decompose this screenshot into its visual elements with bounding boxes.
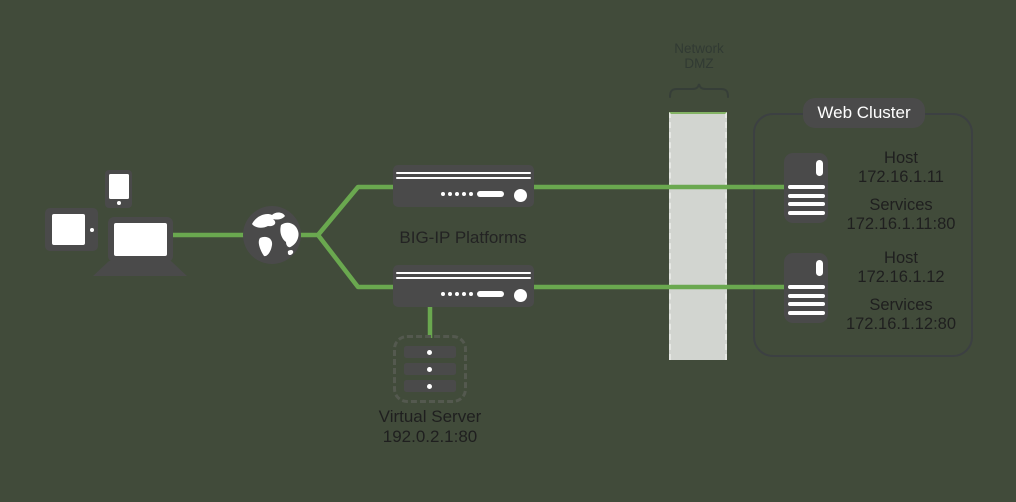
host-slot	[788, 311, 825, 315]
virtual-server-node	[404, 380, 456, 392]
appliance-power-led	[514, 189, 527, 202]
host-slot	[788, 194, 825, 198]
host-slot	[788, 302, 825, 306]
appliance-status-dots	[441, 292, 473, 296]
host-1-info: Host 172.16.1.11 Services 172.16.1.11:80	[831, 149, 971, 234]
virtual-server-icon	[393, 335, 467, 403]
appliance-status-dots	[441, 192, 473, 196]
tablet-home-button	[90, 227, 94, 232]
virtual-server-info: Virtual Server 192.0.2.1:80	[355, 407, 505, 446]
network-dmz-label: Network DMZ	[649, 41, 749, 71]
host-slot	[788, 202, 825, 206]
host-1-ip: 172.16.1.11	[858, 168, 944, 186]
appliance-drive-bay	[477, 191, 504, 197]
phone-screen	[108, 174, 129, 199]
laptop-screen	[114, 223, 167, 256]
host-2-services-label: Services	[869, 296, 933, 314]
bigip-platforms-label: BIG-IP Platforms	[399, 228, 527, 247]
bigip-appliance-1-icon	[393, 165, 534, 207]
appliance-vent	[396, 172, 531, 174]
host-1-services-address: 172.16.1.11:80	[846, 215, 956, 233]
phone-home-button	[116, 201, 121, 205]
host-slot	[788, 285, 825, 289]
host-drive-bay	[816, 160, 823, 176]
host-server-1-icon	[784, 153, 828, 223]
smartphone-icon	[105, 170, 132, 208]
host-server-2-icon	[784, 253, 828, 323]
laptop-icon	[108, 217, 173, 262]
virtual-server-node	[404, 346, 456, 358]
host-2-info: Host 172.16.1.12 Services 172.16.1.12:80	[831, 249, 971, 334]
appliance-power-led	[514, 289, 527, 302]
web-cluster-title: Web Cluster	[817, 103, 911, 122]
host-2-services-address: 172.16.1.12:80	[845, 315, 957, 333]
host-drive-bay	[816, 260, 823, 276]
host-slot	[788, 185, 825, 189]
tablet-icon	[45, 208, 98, 251]
network-dmz-label-line2: DMZ	[684, 56, 714, 71]
host-2-ip: 172.16.1.12	[857, 268, 945, 286]
host-1-label: Host	[884, 149, 918, 167]
host-1-services-label: Services	[869, 196, 933, 214]
laptop-base	[93, 261, 187, 276]
bigip-appliance-2-icon	[393, 265, 534, 307]
dmz-zone-bar	[669, 112, 727, 360]
brace-icon	[669, 83, 729, 98]
appliance-vent	[396, 176, 531, 179]
virtual-server-address: 192.0.2.1:80	[382, 426, 478, 446]
virtual-server-node	[404, 363, 456, 375]
web-cluster-badge: Web Cluster	[803, 98, 925, 128]
globe-icon	[243, 206, 301, 264]
appliance-vent	[396, 272, 531, 274]
host-slot	[788, 211, 825, 215]
virtual-server-label: Virtual Server	[378, 407, 482, 426]
host-2-label: Host	[884, 249, 918, 267]
appliance-vent	[396, 276, 531, 279]
appliance-drive-bay	[477, 291, 504, 297]
host-slot	[788, 294, 825, 298]
network-dmz-label-line1: Network	[674, 41, 724, 56]
tablet-screen	[52, 214, 85, 245]
